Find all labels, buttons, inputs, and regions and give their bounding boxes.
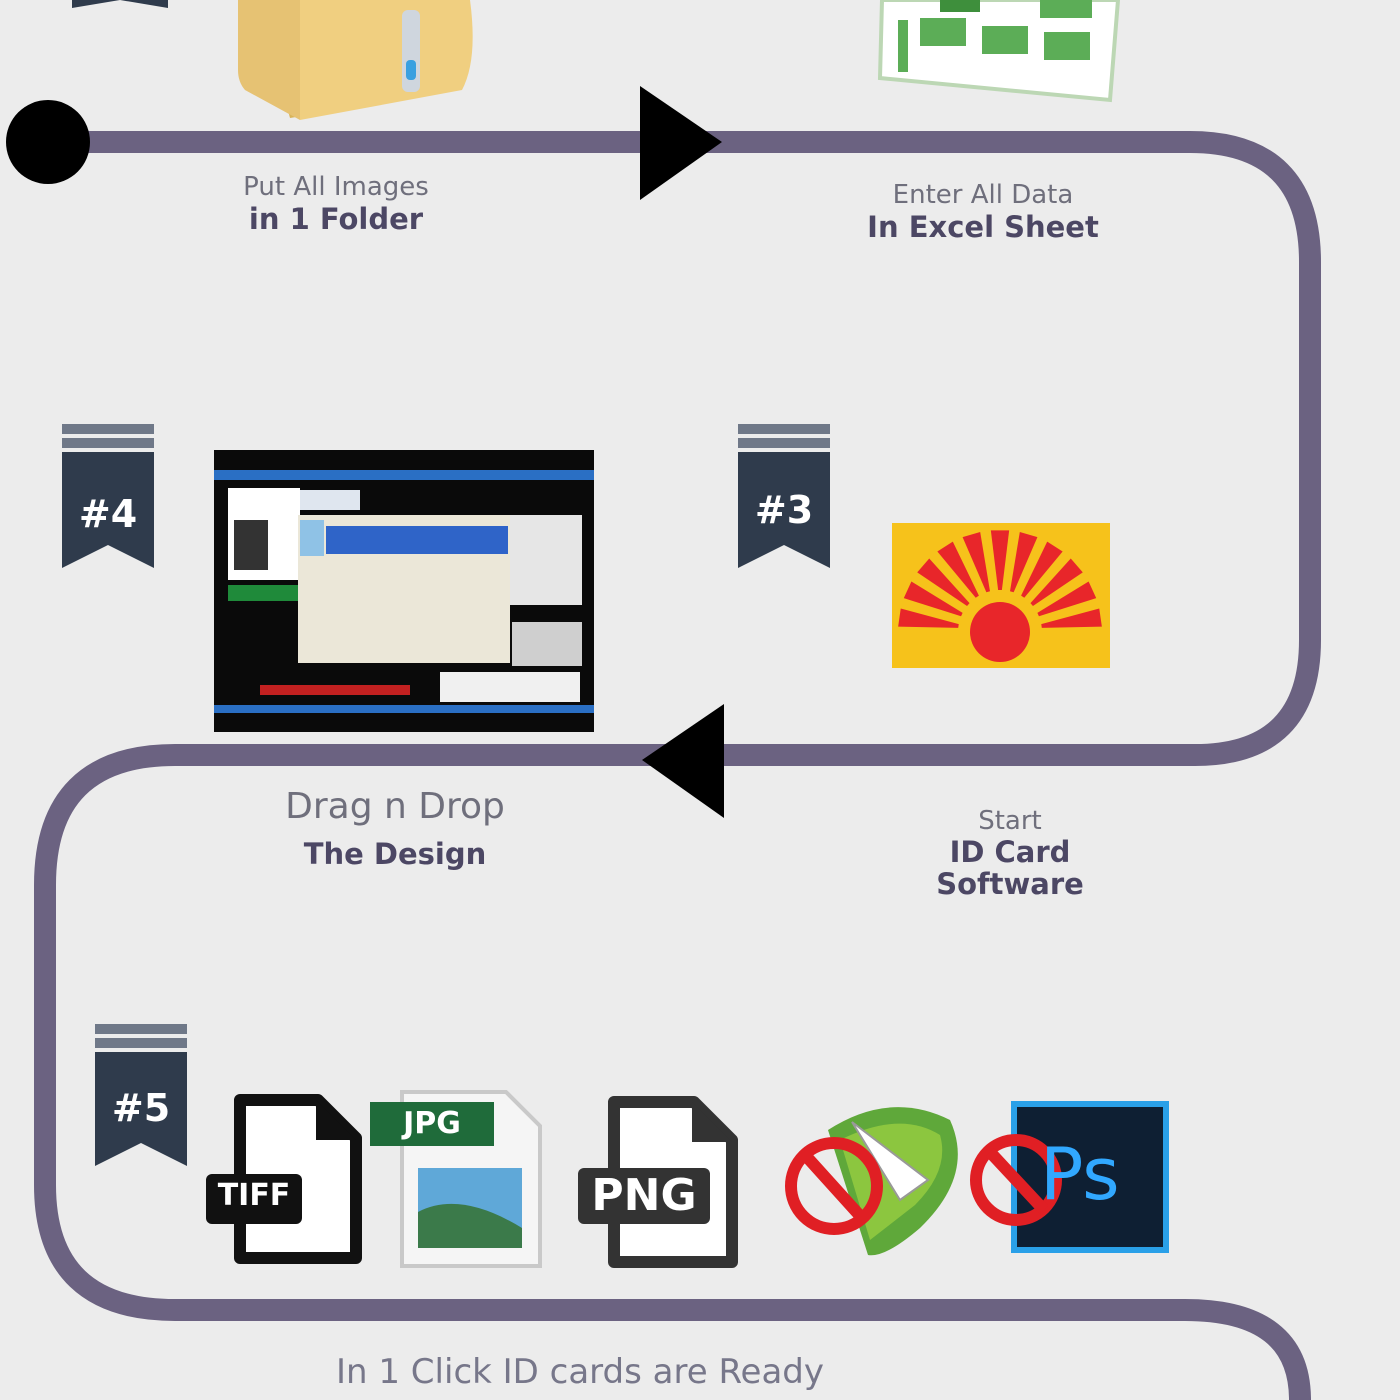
badge-step-3-number: #3 [754, 488, 814, 532]
software-screenshot-image [214, 450, 594, 732]
workflow-path [34, 131, 1321, 1400]
step-4-line1: Drag n Drop [285, 786, 505, 827]
step-1-line2: in 1 Folder [248, 202, 424, 236]
step-1-line1: Put All Images [243, 172, 429, 202]
sun-ray [903, 581, 963, 617]
badge-step-5 [95, 1024, 187, 1166]
sun-ray [1037, 581, 1097, 617]
jpg-file-icon [370, 1090, 542, 1268]
step-3-line3: Software [936, 867, 1084, 901]
sun-ray [962, 531, 990, 593]
sun-ray [1030, 558, 1083, 606]
sun-ray [1010, 531, 1038, 593]
folder-icon [238, 0, 473, 120]
badge-step-3 [738, 424, 830, 568]
sun-logo-icon [892, 523, 1110, 668]
png-label: PNG [591, 1170, 697, 1221]
start-dot [6, 100, 90, 184]
arrow-right-icon [640, 86, 722, 200]
jpg-label: JPG [403, 1106, 461, 1141]
sun-ray [990, 530, 1010, 591]
photoshop-icon [1011, 1101, 1169, 1253]
tiff-file-icon [206, 1094, 362, 1264]
step-2-line2: In Excel Sheet [867, 210, 1099, 244]
step-3-line2: ID Card [949, 835, 1071, 869]
png-file-icon [578, 1096, 738, 1268]
tiff-label: TIFF [217, 1178, 291, 1213]
badge-step-5-number: #5 [111, 1086, 171, 1130]
sun-ray [1041, 608, 1102, 628]
no-photoshop-icon [970, 1134, 1062, 1226]
step-5-caption: In 1 Click ID cards are Ready [335, 1352, 825, 1392]
badge-partial-top [72, 0, 168, 8]
step-2-label: Enter All Data In Excel Sheet [848, 180, 1118, 244]
arrow-left-icon [642, 704, 724, 818]
sun-ray [917, 558, 970, 606]
badge-step-4 [62, 424, 154, 568]
step-2-line1: Enter All Data [892, 180, 1074, 210]
step-4-line2: The Design [303, 837, 487, 871]
badge-step-4-number: #4 [78, 492, 138, 536]
step-3-label: Start ID Card Software [900, 806, 1120, 900]
sun-ray [937, 541, 979, 598]
sun-ray [1021, 541, 1063, 598]
step-4-label: Drag n Drop The Design [250, 786, 540, 871]
photoshop-label: Ps [1040, 1132, 1120, 1216]
step-1-label: Put All Images in 1 Folder [206, 172, 466, 236]
step-3-line1: Start [978, 806, 1042, 836]
no-corel-icon [785, 1137, 883, 1235]
excel-icon [877, 0, 1121, 103]
sun-ray [898, 608, 959, 628]
